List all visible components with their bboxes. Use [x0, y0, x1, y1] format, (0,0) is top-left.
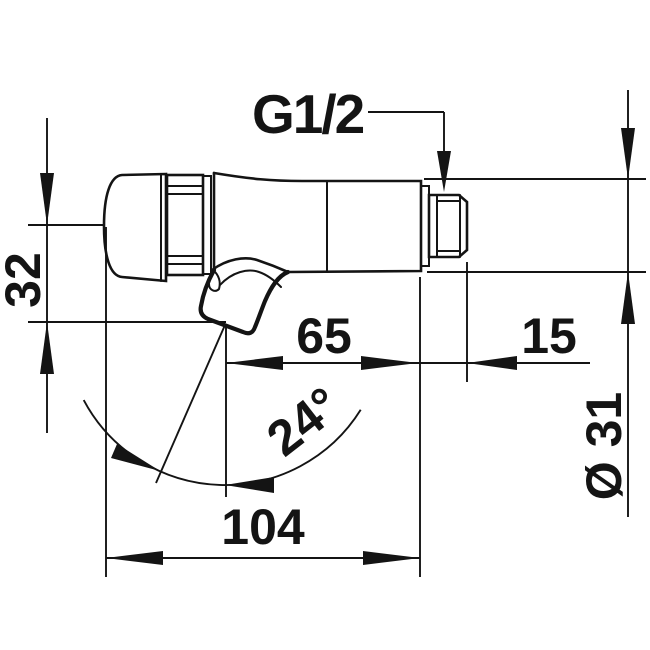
tap-outline	[102, 171, 469, 336]
thread-nipple	[427, 193, 469, 259]
label-total-length: 104	[221, 499, 305, 555]
label-body-diameter: Ø 31	[576, 392, 632, 500]
arrow-leader-g12	[437, 151, 451, 192]
arrow-left-65	[226, 356, 283, 370]
dimension-labels: G1/2 65 15 104 32 Ø 31 24°	[0, 83, 632, 555]
collar-rings	[165, 173, 205, 277]
arrow-up-32	[40, 322, 54, 374]
dimension-lines	[28, 90, 646, 577]
spout-hood	[210, 257, 290, 274]
thread-lines	[436, 194, 461, 258]
label-outlet-height: 32	[0, 252, 51, 308]
body-outline	[212, 171, 423, 274]
arrow-arc-left	[111, 444, 160, 471]
push-button	[102, 172, 168, 283]
arrow-left-104	[106, 551, 163, 565]
arrow-arc-right	[225, 477, 274, 493]
arrow-up-dia31	[621, 272, 635, 324]
angle-leg-slanted	[155, 324, 226, 484]
label-thread-length: 15	[521, 308, 577, 364]
spout-inner-curve	[219, 269, 282, 288]
leader-line-g12	[368, 111, 445, 153]
spout-mouth-curl	[208, 269, 221, 292]
label-thread-size: G1/2	[252, 83, 364, 145]
label-spout-angle: 24°	[256, 376, 350, 467]
arrow-right-65	[361, 356, 418, 370]
collar-groove	[202, 175, 212, 275]
angle-arc	[82, 399, 362, 486]
arrow-down-dia31	[621, 128, 635, 179]
arrow-left-15	[467, 356, 517, 370]
collar-ring-lines	[166, 185, 204, 265]
label-body-length: 65	[296, 308, 352, 364]
arrow-down-32	[40, 173, 54, 225]
spout-outline	[198, 267, 291, 336]
arrow-right-104	[363, 551, 420, 565]
